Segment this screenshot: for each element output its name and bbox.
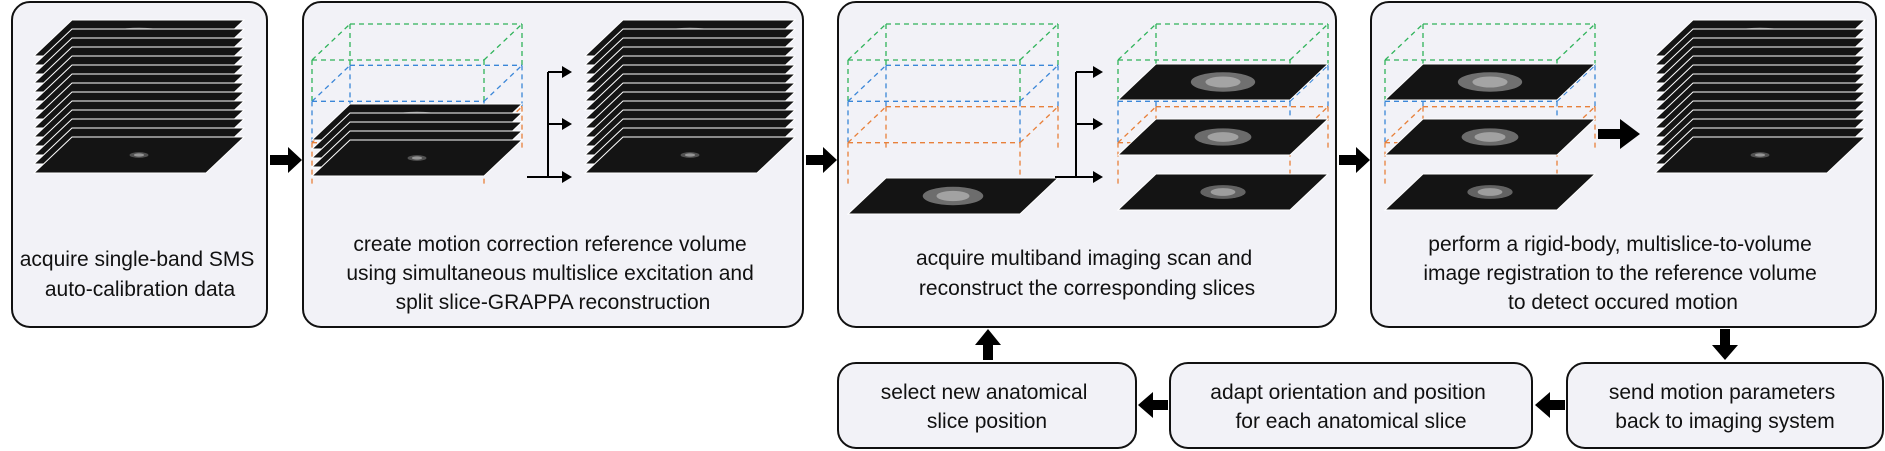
step2-label: create motion correction reference volum… [346,233,759,314]
step6-label: adapt orientation and position for each … [1210,381,1491,433]
step5-label: send motion parameters back to imaging s… [1609,381,1841,433]
step4a-slice-2-tissue-core [1474,132,1506,142]
arrow-step1-to-step2 [270,147,302,173]
step5-line-2: back to imaging system [1615,410,1834,433]
multiband-frame-illustration [846,23,1060,215]
step4-label: perform a rigid-body, multislice-to-volu… [1423,233,1822,314]
step4-line-3: to detect occured motion [1508,291,1738,314]
step3b-slice-2-tissue-core [1207,132,1239,142]
arrow-step2-to-step3 [806,147,837,173]
step6-line-1: adapt orientation and position [1210,381,1486,404]
registered-volume-illustration [1653,19,1867,174]
step7-line-1: select new anatomical [881,381,1088,404]
fork-arrow-step2 [527,66,572,183]
step4a-slice-1-tissue-core [1472,76,1508,88]
arrow-step3-to-step4 [1339,147,1370,173]
step3-line-2: reconstruct the corresponding slices [919,277,1255,300]
step2a-slice-5-tissue-core [411,156,423,160]
step3a-slice-tissue-core [936,190,970,202]
step3b-slice-1-tissue-core [1205,76,1241,88]
step1-line-1: acquire single-band SMS [20,248,255,271]
step1-slice-14-tissue-core [133,153,145,157]
step2-line-3: split slice-GRAPPA reconstruction [396,291,711,314]
reconstructed-slices-illustration [1116,23,1330,211]
step1-label: acquire single-band SMS auto-calibration… [20,248,260,301]
arrow-step4-to-step5 [1712,329,1738,360]
step6-box [1169,362,1533,449]
arrow-registration-inner [1598,119,1640,149]
step4-line-2: image registration to the reference volu… [1423,262,1816,285]
step5-box [1566,362,1884,449]
step3b-slice-3-tissue-core [1210,188,1236,196]
step4-line-1: perform a rigid-body, multislice-to-volu… [1428,233,1812,256]
step4b-slice-14-tissue-core [1754,153,1766,157]
step4a-slice-3-tissue-core [1477,188,1503,196]
arrow-step7-to-step3 [975,329,1001,360]
reference-volume-illustration [583,19,797,174]
fork-arrow-step3 [1055,66,1103,183]
step5-line-1: send motion parameters [1609,381,1835,404]
step6-line-2: for each anatomical slice [1235,410,1466,433]
step1-line-2: auto-calibration data [45,278,236,301]
step3-label: acquire multiband imaging scan and recon… [916,247,1258,300]
step7-line-2: slice position [927,410,1047,433]
step2b-slice-14-tissue-core [684,153,696,157]
step7-label: select new anatomical slice position [881,381,1093,433]
step2-line-2: using simultaneous multislice excitation… [346,262,753,285]
step7-box [837,362,1137,449]
registration-slices-illustration [1383,23,1597,211]
arrow-step5-to-step6 [1535,392,1565,418]
step3-line-1: acquire multiband imaging scan and [916,247,1252,270]
reference-frame-illustration [310,23,524,184]
calibration-stack-illustration [32,19,246,174]
arrow-step6-to-step7 [1138,392,1168,418]
step2-line-1: create motion correction reference volum… [353,233,746,256]
